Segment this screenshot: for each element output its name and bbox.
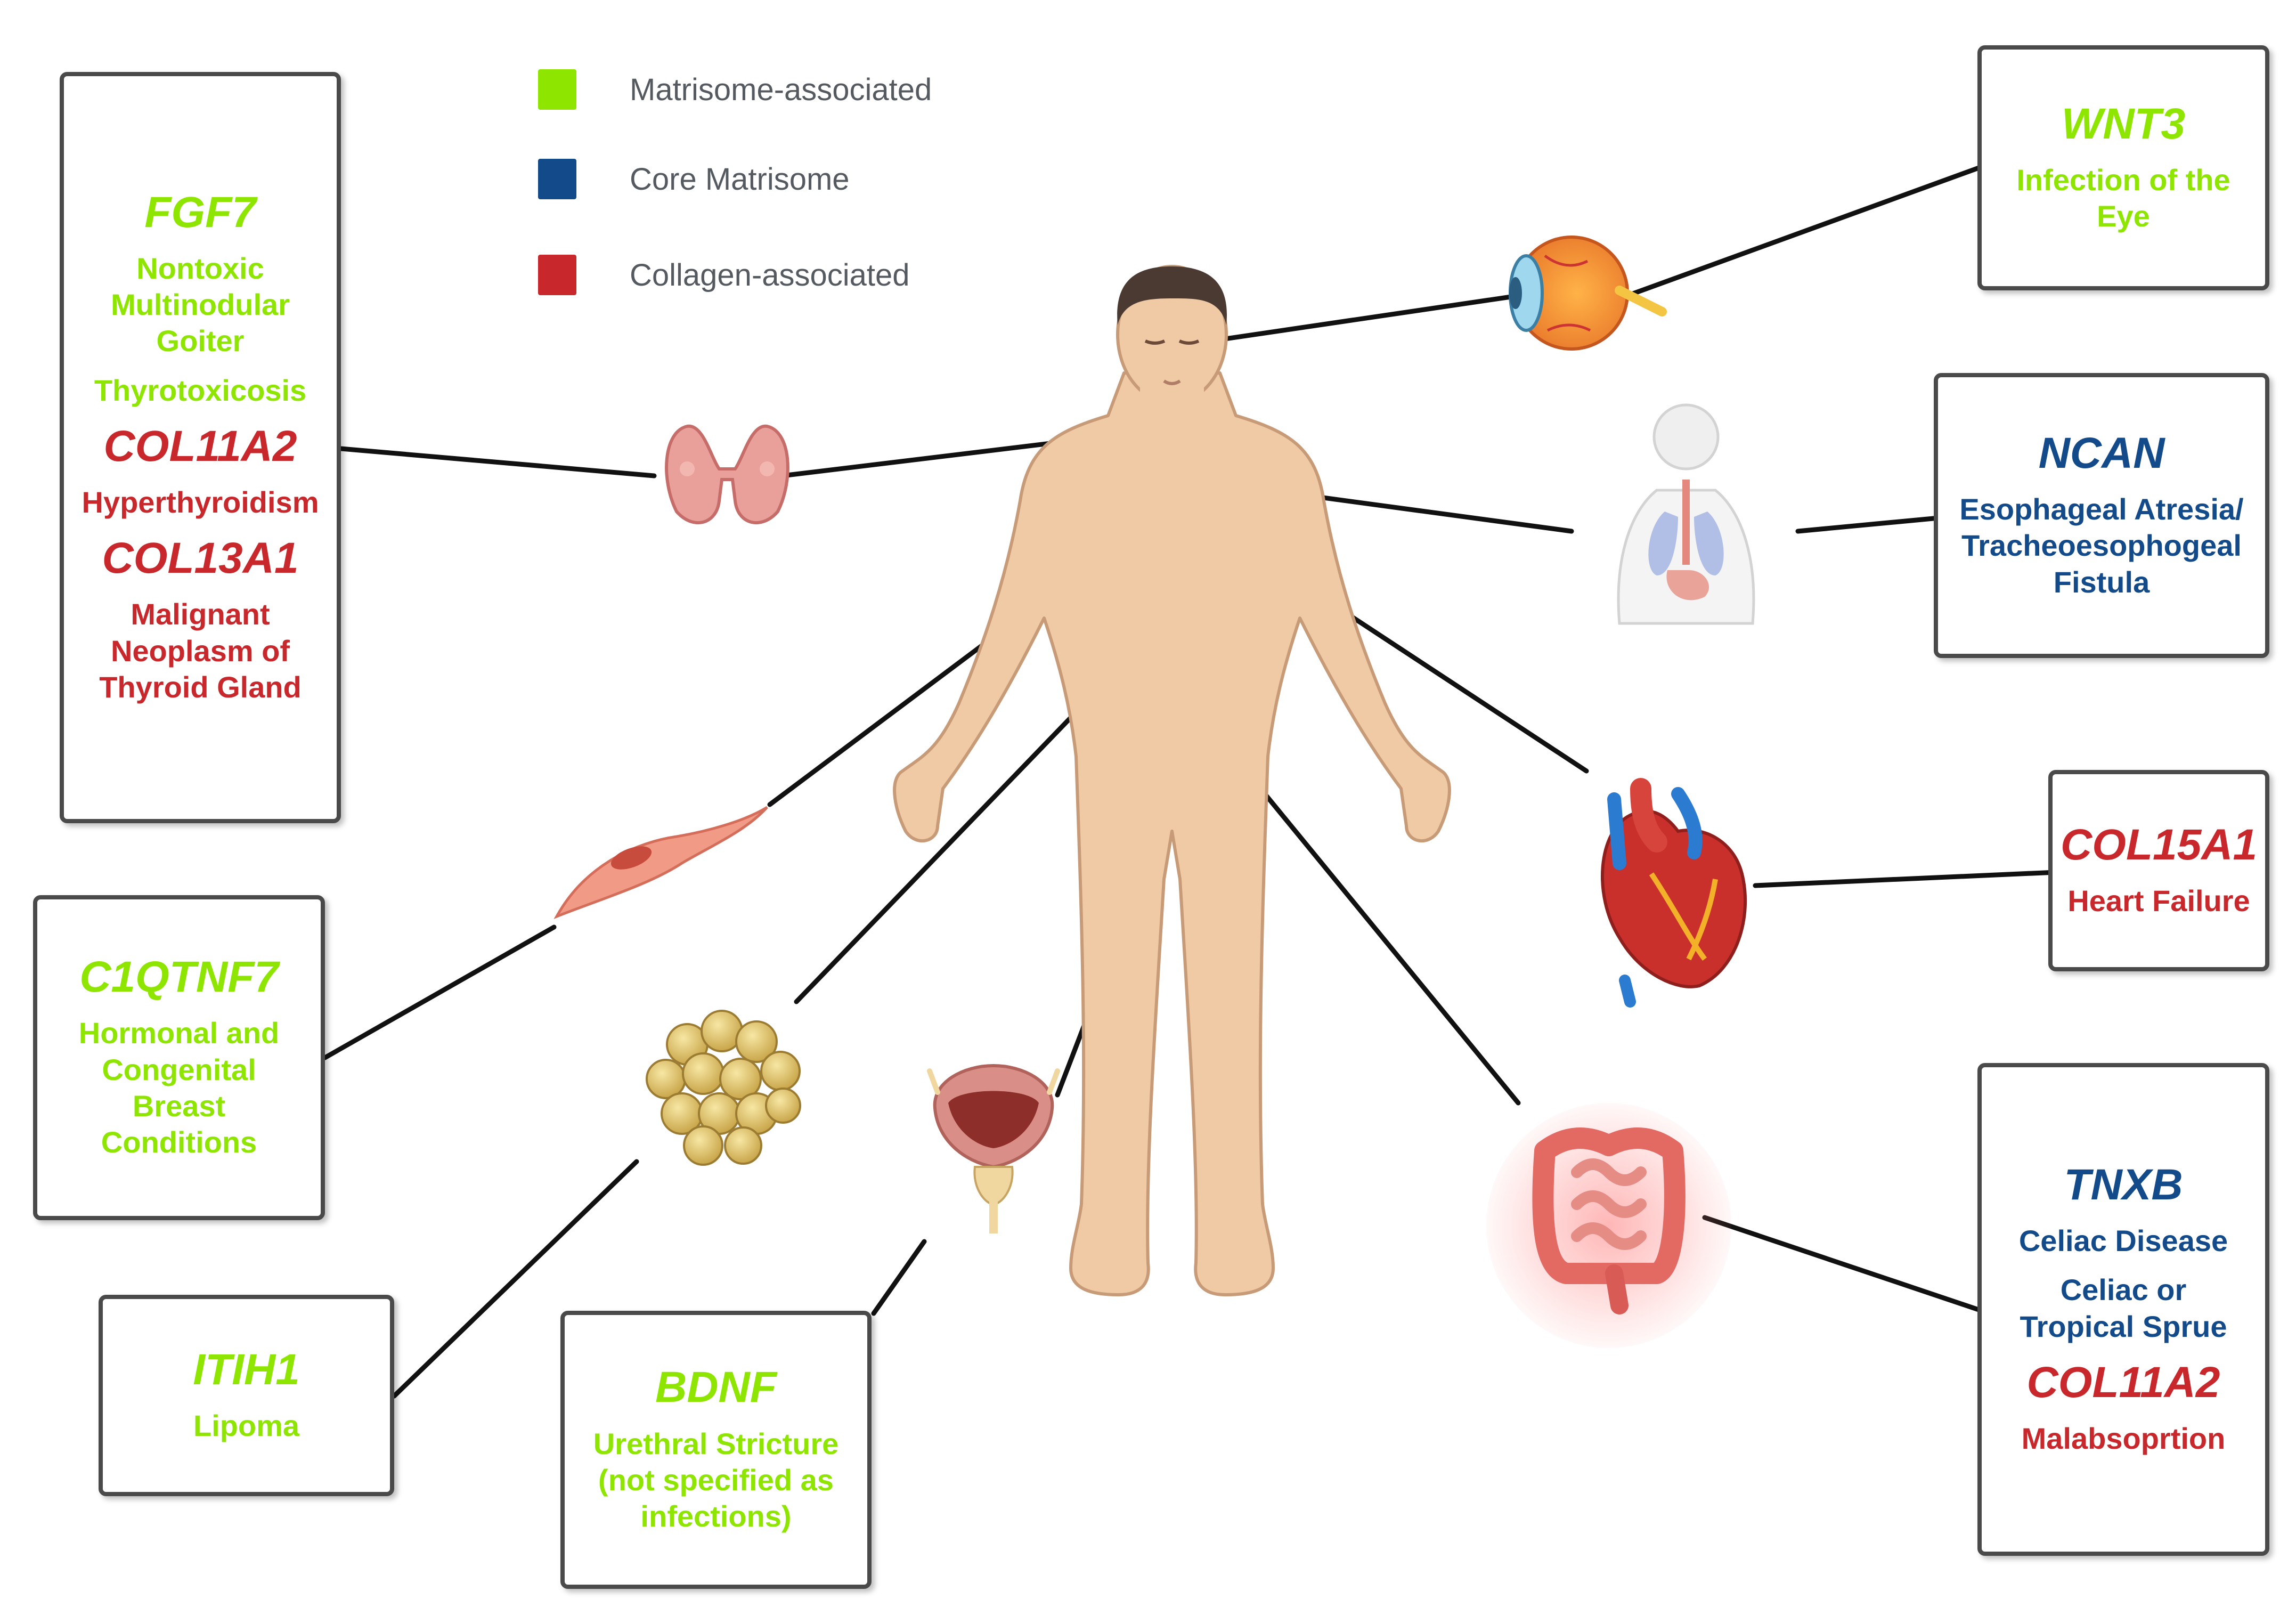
condition-label: Hyperthyroidism — [82, 485, 319, 520]
urethra-gene-box: BDNF Urethral Stricture (not specified a… — [560, 1311, 872, 1589]
condition-label: Urethral Stricture (not specified as inf… — [593, 1426, 839, 1533]
gene-label: WNT3 — [2061, 99, 2186, 148]
connector-waist-fat — [794, 687, 1100, 1004]
condition-label: Hormonal and Congenital Breast Condition… — [78, 1016, 280, 1159]
legend-swatch-blue — [538, 159, 576, 199]
eye-gene-box: WNT3 Infection of the Eye — [1977, 45, 2269, 290]
eye-icon — [1509, 236, 1667, 351]
legend-item-core-matrisome: Core Matrisome — [538, 159, 850, 199]
legend-label: Core Matrisome — [630, 161, 850, 197]
legend-label: Matrisome-associated — [630, 72, 932, 107]
bladder-prostate-icon — [927, 1064, 1060, 1233]
gene-label: COL15A1 — [2060, 820, 2258, 869]
fibroblast-cell-icon — [553, 806, 768, 919]
gene-label: TNXB — [2064, 1160, 2183, 1209]
condition-label: Malignant Neoplasm of Thyroid Gland — [99, 597, 302, 704]
connector-cell-box — [322, 924, 557, 1060]
legend-swatch-green — [538, 69, 576, 110]
connector-eye-face — [1197, 293, 1521, 345]
gene-label: COL13A1 — [102, 534, 299, 583]
condition-label: Nontoxic Multinodular Goiter — [111, 251, 290, 358]
condition-label: Malabsoprtion — [2021, 1421, 2226, 1455]
esophagus-gene-box: NCAN Esophageal Atresia/ Tracheoesophoge… — [1934, 373, 2269, 658]
condition-label: Celiac or Tropical Sprue — [2020, 1273, 2227, 1343]
condition-label: Thyrotoxicosis — [94, 373, 307, 407]
legend-item-matrisome-associated: Matrisome-associated — [538, 69, 932, 110]
connector-eye-box — [1627, 164, 1984, 297]
breast-gene-box: C1QTNF7 Hormonal and Congenital Breast C… — [33, 895, 325, 1220]
legend-label: Collagen-associated — [630, 257, 910, 293]
thyroid-icon — [665, 424, 789, 525]
gene-label: FGF7 — [144, 188, 256, 237]
condition-label: Celiac Disease — [2018, 1223, 2228, 1257]
condition-label: Heart Failure — [2067, 883, 2250, 918]
respiratory-system-icon — [1617, 403, 1755, 625]
condition-label: Lipoma — [193, 1408, 300, 1442]
legend-swatch-red — [538, 255, 576, 295]
gene-label: C1QTNF7 — [79, 953, 279, 1002]
intestine-icon — [1486, 1103, 1731, 1348]
condition-label: Esophageal Atresia/ Tracheoesophogeal Fi… — [1959, 492, 2244, 599]
human-head — [1116, 265, 1228, 424]
heart-gene-box: COL15A1 Heart Failure — [2048, 770, 2269, 971]
connector-bladder-box — [871, 1239, 927, 1316]
connector-esophagus-box — [1795, 515, 1942, 534]
intestine-gene-box: TNXB Celiac Disease Celiac or Tropical S… — [1977, 1063, 2269, 1556]
gene-label: COL11A2 — [103, 421, 297, 470]
adipose-tissue-icon — [646, 1010, 801, 1166]
legend-item-collagen-associated: Collagen-associated — [538, 255, 910, 295]
connector-fat-box — [392, 1159, 639, 1399]
connector-intestine-box — [1702, 1215, 1984, 1313]
gene-label: NCAN — [2038, 428, 2165, 477]
thyroid-gene-box: FGF7 Nontoxic Multinodular Goiter Thyrot… — [60, 72, 341, 823]
gene-label: BDNF — [655, 1363, 777, 1412]
human-body — [893, 371, 1451, 1296]
condition-label: Infection of the Eye — [2016, 163, 2230, 233]
heart-icon — [1601, 778, 1747, 1008]
adipose-gene-box: ITIH1 Lipoma — [99, 1295, 394, 1496]
connector-thyroid-box — [338, 446, 657, 478]
gene-label: COL11A2 — [2026, 1358, 2220, 1407]
gene-label: ITIH1 — [193, 1345, 300, 1394]
connector-heart-box — [1753, 870, 2059, 888]
